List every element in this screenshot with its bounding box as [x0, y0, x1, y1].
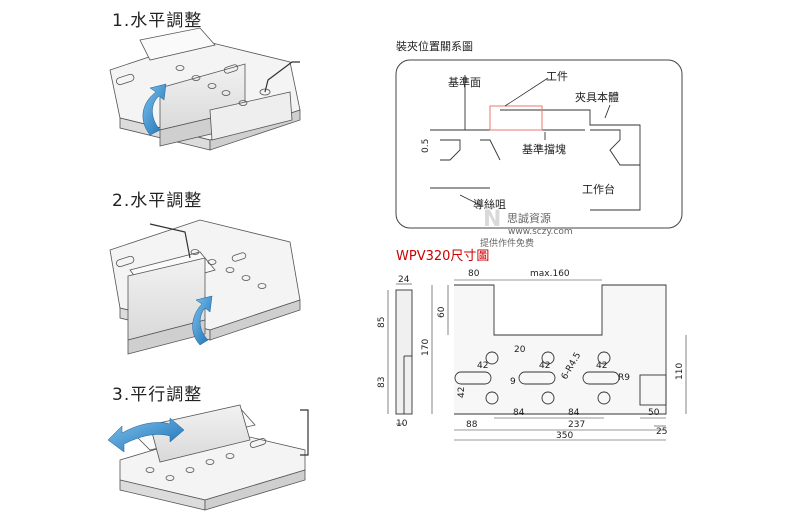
step-2-title: 2.水平調整 — [112, 191, 203, 211]
svg-text:N: N — [483, 207, 501, 232]
arrow-up-icon-1 — [142, 83, 167, 136]
dim-42b: 42 — [539, 361, 550, 371]
dim-42-left: 42 — [457, 387, 467, 398]
dim-r9: R9 — [618, 373, 630, 383]
dim-9: 9 — [510, 377, 516, 387]
fixture-illustration-1 — [109, 27, 301, 151]
dim-20: 20 — [514, 345, 526, 355]
label-table: 工作台 — [582, 182, 615, 196]
dim-83: 83 — [377, 377, 387, 388]
front-view — [454, 284, 667, 415]
dim-25: 25 — [656, 427, 667, 437]
dim-50: 50 — [648, 408, 660, 418]
svg-text:www.sczy.com: www.sczy.com — [508, 227, 573, 237]
dimension-title: WPV320尺寸圖 — [396, 249, 489, 264]
label-fixture-body: 夾具本體 — [575, 90, 619, 104]
label-datum-stop: 基準擋塊 — [522, 142, 566, 156]
label-gap: 0.5 — [421, 139, 431, 153]
svg-text:思誠資源: 思誠資源 — [507, 211, 551, 225]
dim-80: 80 — [468, 269, 480, 279]
dim-170: 170 — [421, 339, 431, 356]
double-arrow-icon-3 — [107, 417, 185, 453]
relation-frame — [395, 59, 683, 229]
fixture-illustration-2 — [109, 219, 301, 355]
dim-60: 60 — [437, 306, 447, 318]
watermark-logo: N 思誠資源 www.sczy.com 提供作件免费 — [480, 207, 573, 249]
dim-84a: 84 — [513, 408, 525, 418]
dim-85: 85 — [377, 317, 387, 328]
fixture-illustration-3 — [119, 404, 309, 511]
label-datum-face: 基準面 — [448, 75, 481, 89]
dimension-lines — [387, 279, 687, 441]
dim-42c: 42 — [596, 361, 607, 371]
dim-350: 350 — [556, 431, 573, 441]
step-3-title: 3.平行調整 — [112, 385, 203, 405]
dim-10: 10 — [396, 419, 408, 429]
relation-title: 裝夾位置關系圖 — [396, 39, 473, 53]
side-view — [395, 289, 413, 415]
dim-110: 110 — [675, 363, 685, 380]
svg-text:提供作件免费: 提供作件免费 — [480, 237, 534, 249]
dim-84b: 84 — [568, 408, 580, 418]
label-workpiece: 工件 — [546, 70, 568, 83]
dim-88: 88 — [466, 420, 478, 430]
workpiece-highlight — [489, 105, 543, 131]
arrow-up-icon-2 — [192, 295, 213, 346]
label-guide-rail: 導絲咀 — [473, 197, 506, 211]
dim-42a: 42 — [477, 361, 488, 371]
dim-237: 237 — [568, 420, 585, 430]
dim-24: 24 — [398, 275, 410, 285]
step-1-title: 1.水平調整 — [112, 11, 203, 31]
dim-max160: max.160 — [530, 269, 570, 279]
